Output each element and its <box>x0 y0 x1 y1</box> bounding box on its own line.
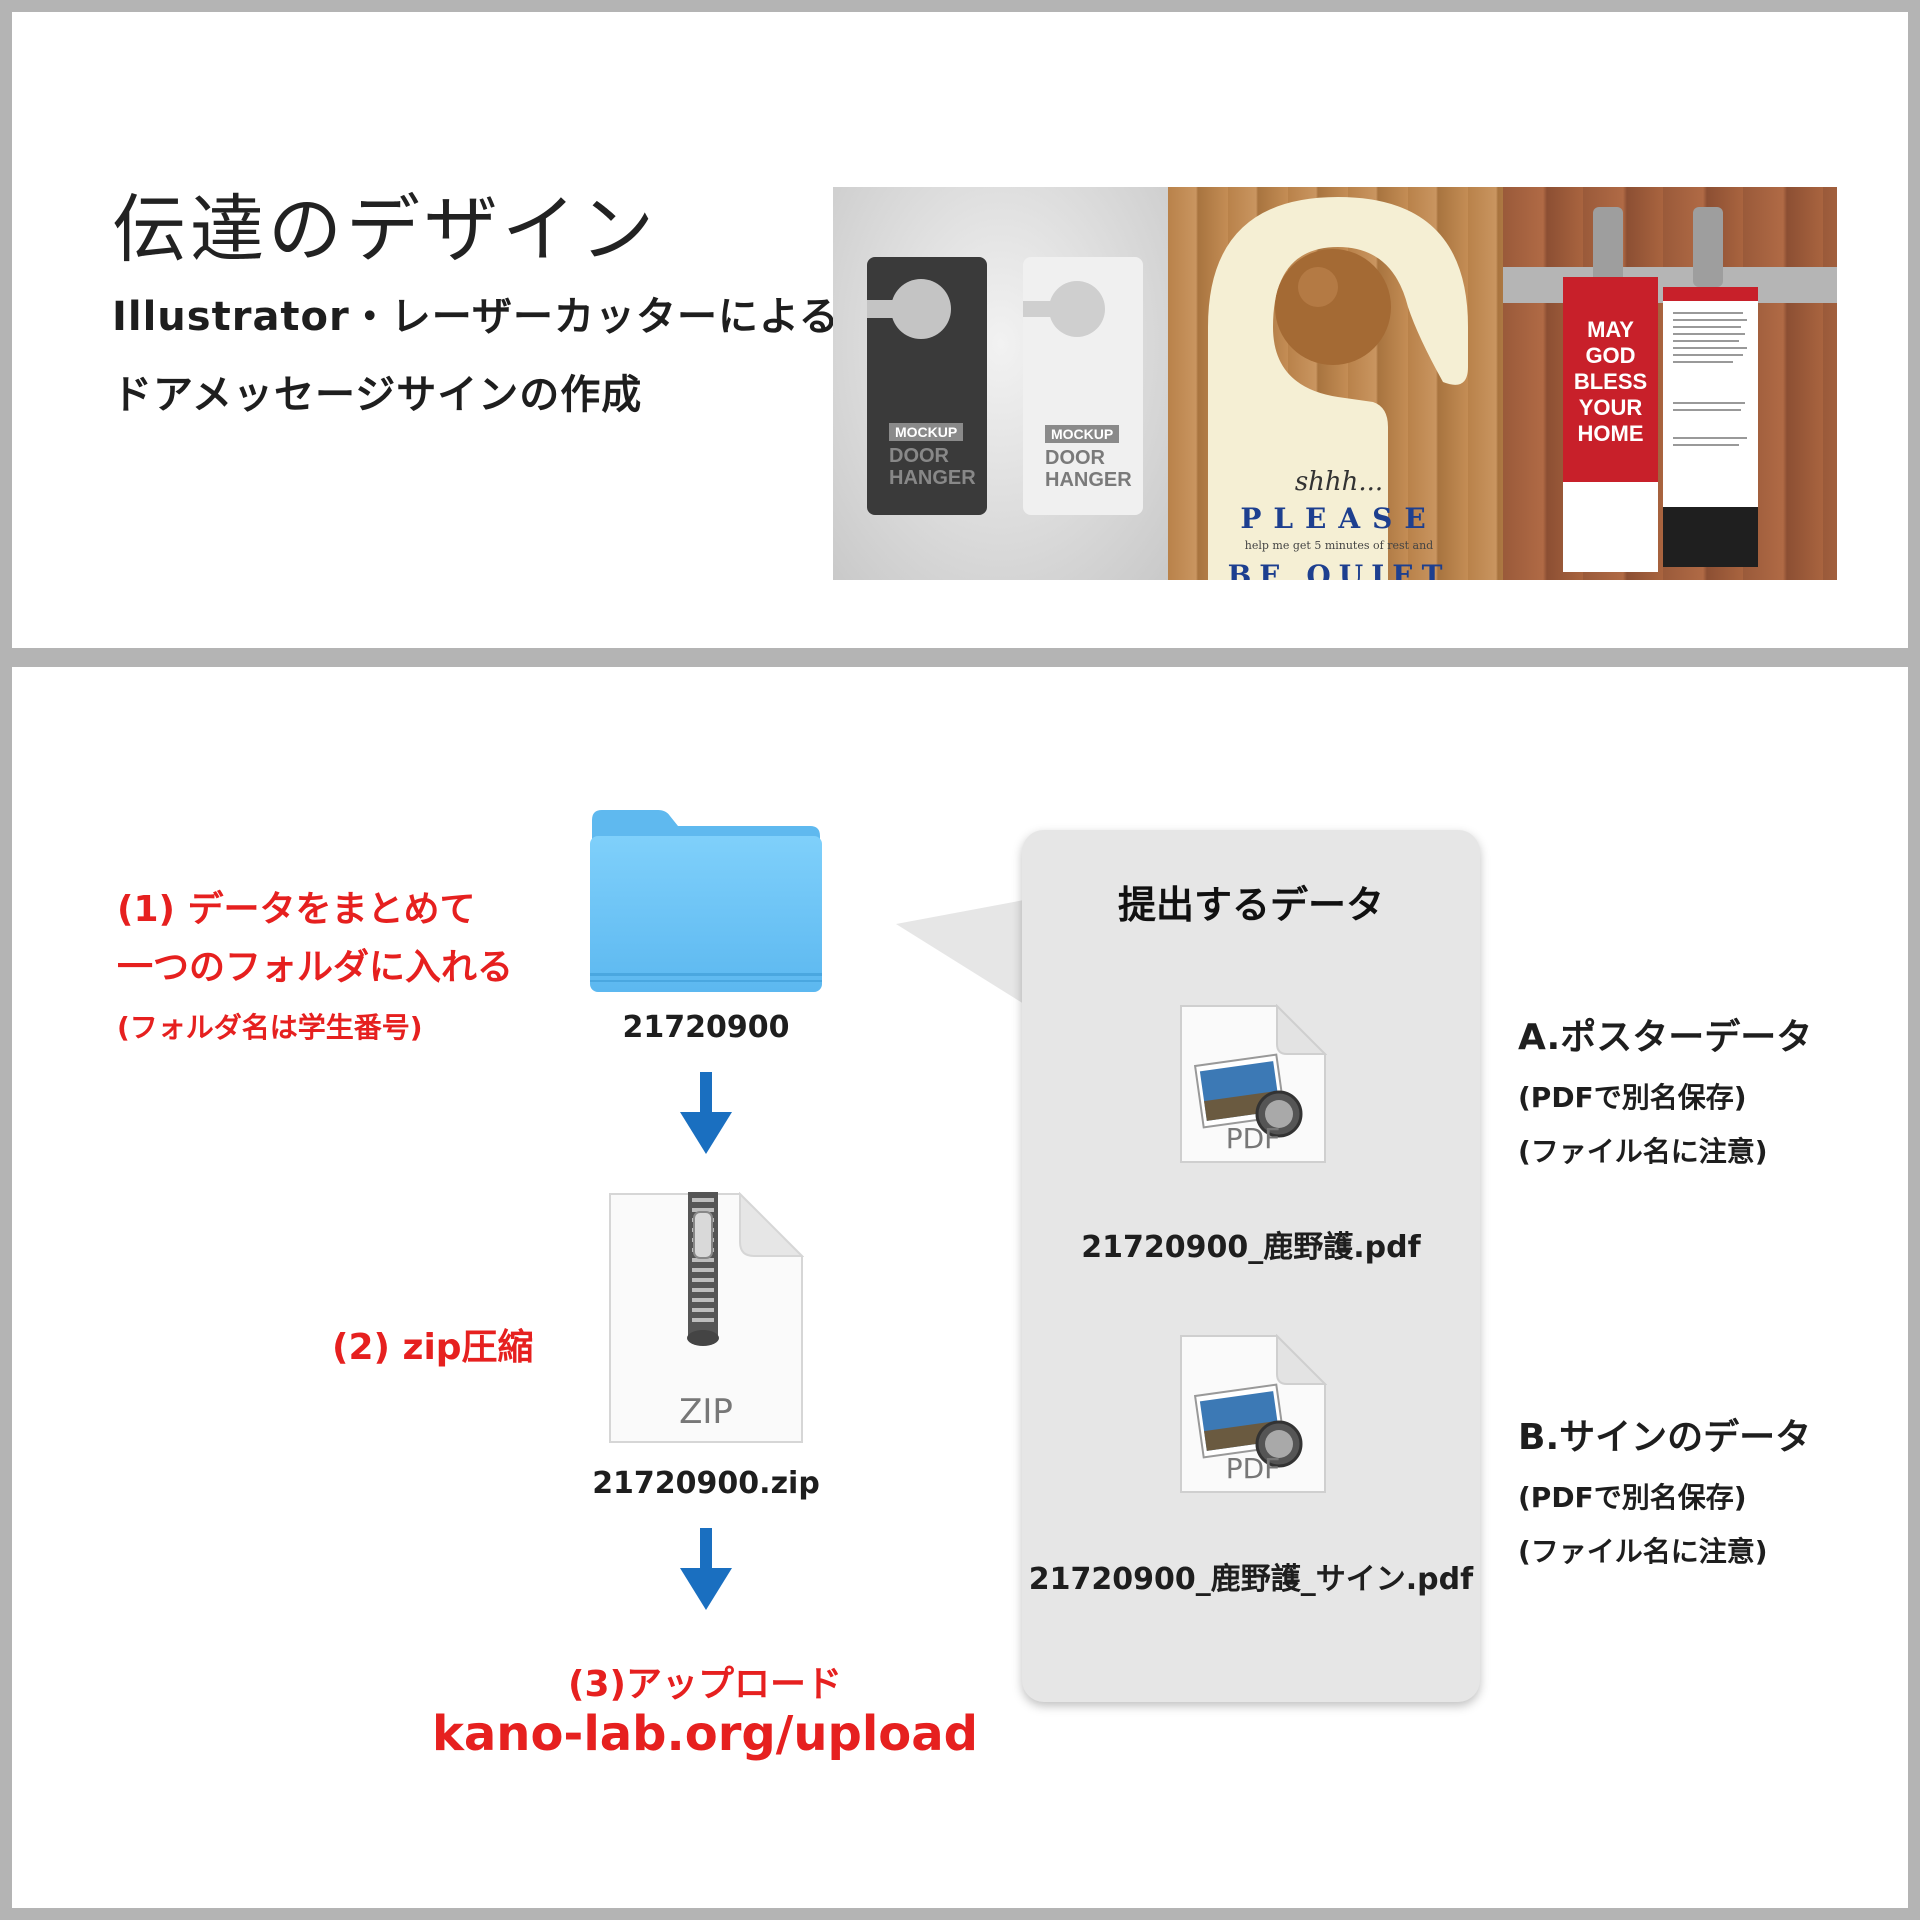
subtitle-line-1: Illustrator・レーザーカッターによる <box>112 294 840 340</box>
red-sign-panel: MAY GOD BLESS YOUR HOME <box>1503 187 1837 580</box>
mockup-dark-badge: MOCKUP <box>889 423 964 441</box>
desc-b-note1: (PDFで別名保存) <box>1518 1481 1747 1514</box>
folder-icon[interactable] <box>588 808 824 994</box>
wood-sign-small: help me get 5 minutes of rest and <box>1244 539 1434 552</box>
mockup-light-badge: MOCKUP <box>1045 425 1120 443</box>
step3-label: (3)アップロード <box>568 1664 842 1705</box>
pdf-file-icon[interactable]: PDF <box>1179 1003 1328 1164</box>
upload-url-link[interactable]: kano-lab.org/upload <box>431 1706 979 1762</box>
step2-label: (2) zip圧縮 <box>332 1327 534 1368</box>
instructions-frame <box>0 660 1920 1920</box>
red-sign-line1: MAY <box>1587 317 1634 342</box>
wood-sign-big: PLEASE <box>1240 502 1438 535</box>
pdf-a-file-name: 21720900_鹿野護.pdf <box>1081 1230 1421 1265</box>
pdf-icon-label: PDF <box>1225 1122 1281 1155</box>
wood-hanger-illustration <box>1208 197 1468 580</box>
red-sign-line2: GOD <box>1585 343 1636 368</box>
subtitle-line-2: ドアメッセージサインの作成 <box>112 372 643 418</box>
desc-b-heading: B.サインのデータ <box>1518 1417 1812 1458</box>
step1-line2: 一つのフォルダに入れる <box>117 947 514 988</box>
mockup-light-line1: DOOR <box>1045 447 1105 469</box>
mockup-light-line2: HANGER <box>1045 469 1132 491</box>
callout-pointer <box>896 900 1024 1004</box>
step1-line1: (1) データをまとめて <box>117 889 476 930</box>
red-sign-line5: HOME <box>1577 421 1644 446</box>
wood-sign-cut: BE QUIET <box>1227 559 1451 580</box>
step1-note: (フォルダ名は学生番号) <box>117 1011 423 1044</box>
red-hanger-illustration <box>1503 207 1837 572</box>
folder-name: 21720900 <box>622 1010 790 1045</box>
desc-a-note2: (ファイル名に注意) <box>1518 1135 1768 1168</box>
zip-file-name: 21720900.zip <box>592 1466 820 1501</box>
desc-a-note1: (PDFで別名保存) <box>1518 1081 1747 1114</box>
arrow-down-icon <box>680 1528 732 1610</box>
arrow-down-icon <box>680 1072 732 1154</box>
mockup-dark-line2: HANGER <box>889 467 976 489</box>
mockup-dark-line1: DOOR <box>889 445 949 467</box>
pdf-b-file-name: 21720900_鹿野護_サイン.pdf <box>1028 1562 1474 1597</box>
desc-a-heading: A.ポスターデータ <box>1518 1017 1813 1058</box>
mockup-hangers-illustration <box>867 257 1143 515</box>
wood-sign-panel: shhh... PLEASE help me get 5 minutes of … <box>1168 187 1503 580</box>
red-sign-line3: BLESS <box>1573 369 1648 394</box>
pdf-icon-label: PDF <box>1225 1452 1281 1485</box>
pdf-file-icon[interactable]: PDF <box>1179 1333 1328 1494</box>
section-divider <box>0 655 1920 667</box>
mockup-panel: MOCKUP DOOR HANGER MOCKUP DOOR HANGER <box>833 187 1168 580</box>
page-title: 伝達のデザイン <box>112 187 658 273</box>
wood-sign-script: shhh... <box>1294 467 1384 497</box>
zip-file-icon[interactable]: ZIP <box>608 1191 805 1444</box>
zip-icon-label: ZIP <box>679 1392 733 1432</box>
submission-panel: 提出するデータ PDF 21720900_鹿野護.pdf PDF 2172090… <box>1022 830 1480 1702</box>
red-sign-line4: YOUR <box>1578 395 1643 420</box>
desc-b-note2: (ファイル名に注意) <box>1518 1535 1768 1568</box>
submission-title: 提出するデータ <box>1117 883 1384 927</box>
hero-door-hanger-photo: MOCKUP DOOR HANGER MOCKUP DOOR HANGER sh… <box>833 187 1837 580</box>
